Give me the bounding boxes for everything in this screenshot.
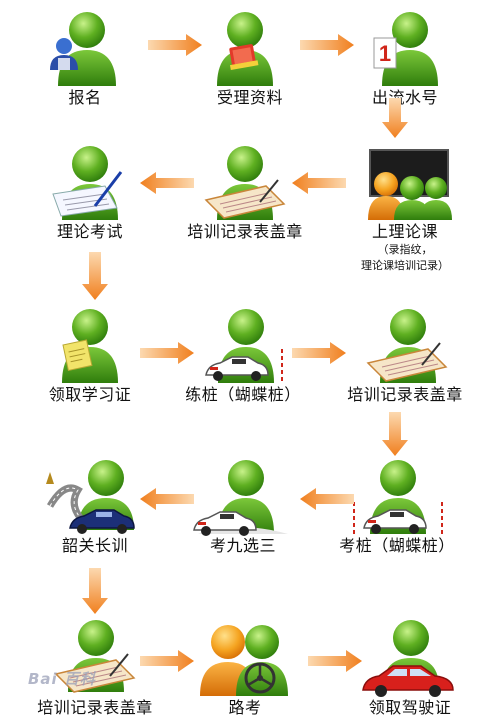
step-label: 路考 <box>228 698 262 717</box>
car-icon <box>205 356 269 381</box>
person-icon <box>353 460 443 534</box>
car-icon <box>69 509 135 534</box>
step-peixun-2: 培训记录表盖章 <box>330 305 480 405</box>
registrant-icon <box>50 38 78 70</box>
stamped-form-icon <box>54 653 136 693</box>
step-label: 考九选三 <box>209 536 276 555</box>
step-shouli: 受理资料 <box>175 8 325 108</box>
step-lukao: 路考 <box>170 618 320 718</box>
step-label: 培训记录表盖章 <box>347 385 463 404</box>
arrow-down <box>82 568 108 614</box>
arrow-right <box>308 650 362 672</box>
step-label: 韶关长训 <box>61 536 128 555</box>
car-icon <box>363 509 427 534</box>
step-jiashizheng: 领取驾驶证 <box>335 618 485 718</box>
step-jiuxuansan: 考九选三 <box>168 456 318 556</box>
stamped-form-icon <box>366 342 448 382</box>
step-label: 理论考试 <box>56 222 123 241</box>
arrow-down <box>382 98 408 138</box>
step-label: 上理论课 <box>371 222 438 241</box>
person-icon <box>366 309 448 383</box>
arrow-right <box>292 342 346 364</box>
step-note: 理论课培训记录） <box>361 259 449 272</box>
person-icon <box>204 146 286 220</box>
person-icon <box>62 309 118 383</box>
person-icon <box>362 620 454 697</box>
step-baoming: 报名 <box>10 8 160 108</box>
arrow-down <box>82 252 108 300</box>
step-label: 考桩（蝴蝶桩） <box>339 536 455 555</box>
person-icon <box>217 12 273 86</box>
permit-card-icon <box>62 339 93 372</box>
step-liushui: 1 出流水号 <box>330 8 480 108</box>
person-icon <box>52 146 123 220</box>
arrow-right <box>148 34 202 56</box>
person-icon <box>54 620 136 693</box>
person-icon <box>205 309 283 383</box>
step-kaozhuang: 考桩（蝴蝶桩） <box>322 456 472 556</box>
person-icon <box>46 460 135 534</box>
car-icon <box>193 511 257 536</box>
step-label: 培训记录表盖章 <box>187 222 303 241</box>
step-label: 练桩（蝴蝶桩） <box>185 385 301 404</box>
arrow-left <box>140 488 194 510</box>
step-lianzhuang: 练桩（蝴蝶桩） <box>168 305 318 405</box>
classroom-icon <box>368 149 452 220</box>
number-card-icon: 1 <box>373 37 397 69</box>
steering-wheel-icon <box>244 662 276 694</box>
person-icon <box>193 460 288 536</box>
step-lilunkaoshi: 理论考试 <box>15 142 165 242</box>
exam-paper-icon <box>52 171 123 217</box>
arrow-left <box>140 172 194 194</box>
folder-icon <box>229 44 259 71</box>
arrow-down <box>382 412 408 456</box>
step-shaoguan: 韶关长训 <box>20 456 170 556</box>
step-peixun-3: 培训记录表盖章 <box>20 618 170 718</box>
person-icon: 1 <box>373 12 438 86</box>
arrow-right <box>300 34 354 56</box>
examiner-icon <box>200 625 288 696</box>
person-icon <box>50 12 116 86</box>
step-label: 培训记录表盖章 <box>37 698 153 717</box>
red-car-icon <box>362 665 454 697</box>
step-label: 报名 <box>68 88 102 107</box>
step-peixun-1: 培训记录表盖章 <box>170 142 320 242</box>
road-icon <box>46 472 87 525</box>
step-label: 受理资料 <box>216 88 283 107</box>
step-shanglilun: 上理论课 （录指纹， 理论课培训记录） <box>330 142 480 274</box>
step-note: （录指纹， <box>377 243 433 256</box>
arrow-right <box>140 342 194 364</box>
watermark: Bai 百科 <box>28 670 96 688</box>
arrow-left <box>300 488 354 510</box>
step-label: 领取学习证 <box>48 385 132 404</box>
stamped-form-icon <box>204 179 286 219</box>
arrow-left <box>292 172 346 194</box>
step-label: 出流水号 <box>371 88 438 107</box>
step-xuexizheng: 领取学习证 <box>15 305 165 405</box>
number-badge-text: 1 <box>379 41 391 66</box>
arrow-right <box>140 650 194 672</box>
step-label: 领取驾驶证 <box>368 698 452 717</box>
